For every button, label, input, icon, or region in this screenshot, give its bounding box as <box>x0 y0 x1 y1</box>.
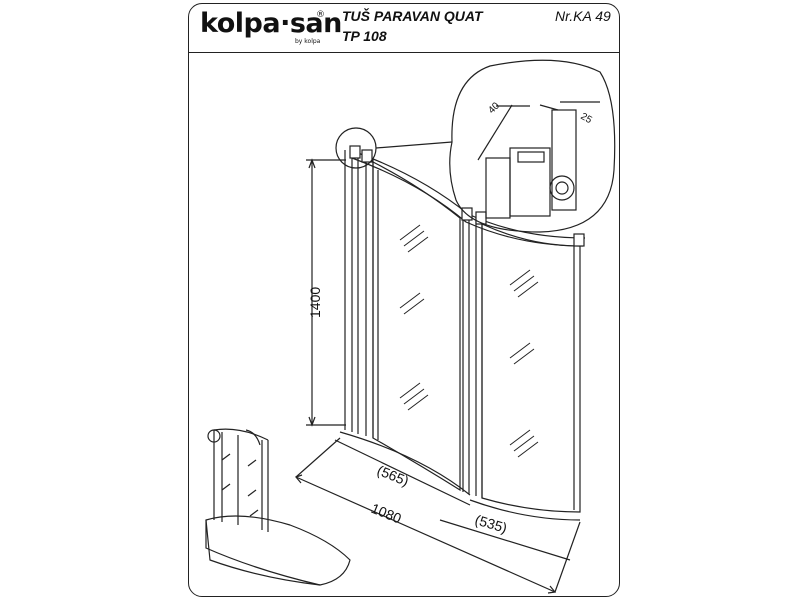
total-width-label: 1080 <box>369 500 404 527</box>
brand-subtitle: by kolpa <box>295 38 321 45</box>
panel-1-width-label: (565) <box>375 462 411 489</box>
brand-registered-mark: ® <box>316 10 325 20</box>
catalog-number: Nr.KA 49 <box>555 8 611 24</box>
glass-panel-1 <box>372 161 461 492</box>
glass-reflection-1 <box>399 224 429 411</box>
wall-profile <box>344 150 374 438</box>
glass-reflection-2 <box>509 269 539 458</box>
brand-logo: kolpa·san <box>200 8 342 39</box>
panel-joint <box>462 214 483 498</box>
profile-depth-label: 25 <box>579 111 595 126</box>
glass-panel-2 <box>481 223 581 513</box>
height-dimension <box>306 158 346 427</box>
detail-callout <box>335 127 453 169</box>
product-code: TP 108 <box>342 28 387 44</box>
bathtub-thumbnail <box>205 428 351 586</box>
width-dimension-lines <box>294 437 581 594</box>
floor-line <box>339 431 581 521</box>
height-label: 1400 <box>307 287 323 318</box>
drawing-frame <box>188 3 620 597</box>
header-divider <box>188 52 620 53</box>
profile-width-label: 40 <box>486 100 502 116</box>
product-name: TUŠ PARAVAN QUAT <box>342 8 483 24</box>
profile-detail <box>449 59 616 233</box>
